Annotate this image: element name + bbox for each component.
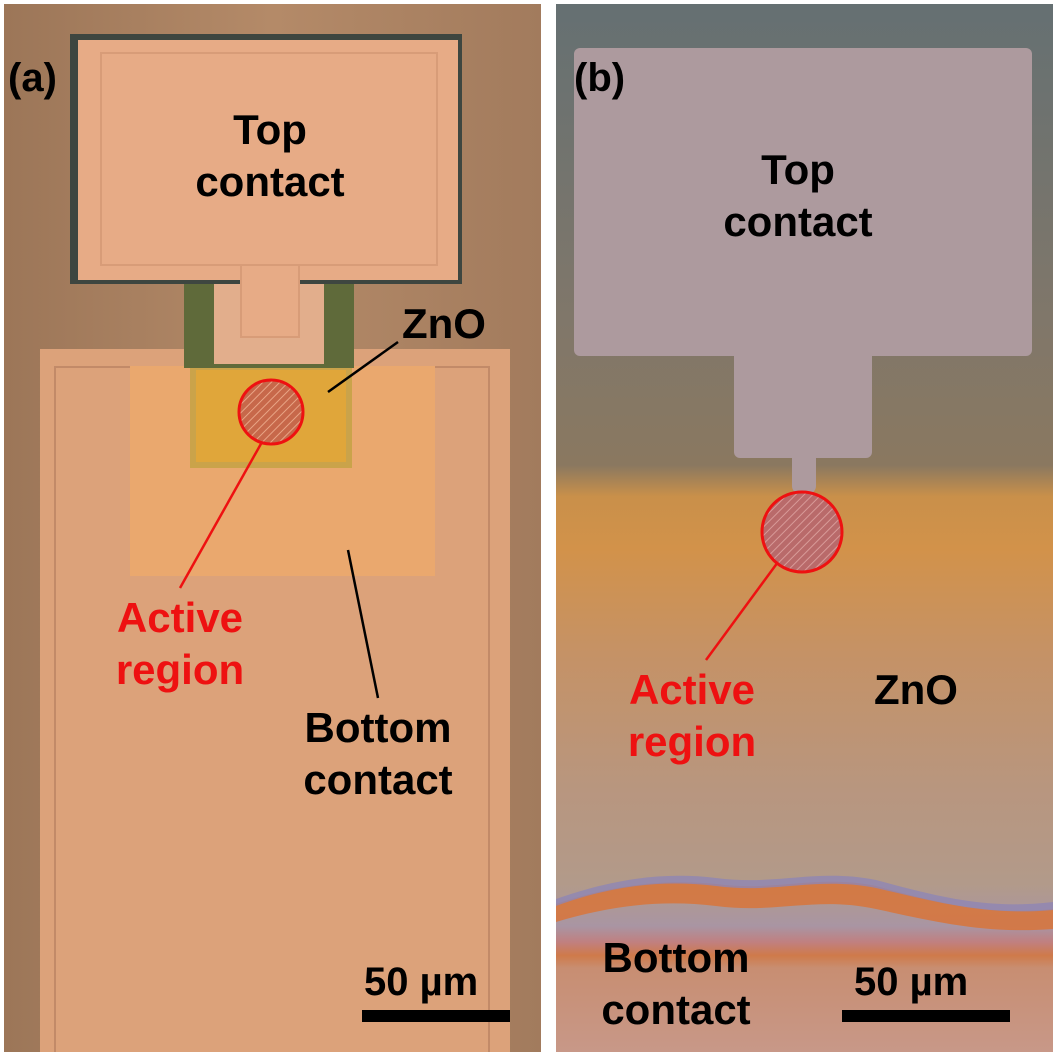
active-region-label-line1-a: Active bbox=[116, 594, 244, 641]
top-contact-pad-a bbox=[78, 40, 458, 280]
scale-bar-label-b: 50 µm bbox=[854, 960, 969, 1004]
bottom-contact-label-line2-b: contact bbox=[601, 986, 751, 1033]
micrograph-panel-b: (b) Top contact ZnO Active region Bottom… bbox=[556, 4, 1053, 1052]
top-contact-pad-b bbox=[574, 48, 1032, 356]
active-region-circle-b bbox=[760, 490, 844, 574]
bottom-contact-label-line1-b: Bottom bbox=[602, 934, 750, 981]
annotation-overlay-b bbox=[704, 490, 844, 661]
panel-label-b: (b) bbox=[574, 56, 626, 100]
active-region-leader-a bbox=[178, 441, 264, 589]
bottom-contact-label-line2-a: contact bbox=[303, 756, 453, 803]
active-region-label-line2-a: region bbox=[115, 646, 245, 693]
bottom-interface-b bbox=[556, 875, 1053, 931]
top-contact-label-a: Top contact bbox=[180, 104, 360, 208]
active-region-circle-a bbox=[237, 378, 305, 446]
top-contact-tip-b bbox=[792, 450, 816, 494]
panel-label-a: (a) bbox=[8, 56, 57, 100]
bottom-contact-label-b: Bottom contact bbox=[586, 932, 766, 1036]
scale-bar-label-a: 50 µm bbox=[364, 960, 479, 1004]
top-contact-label-line2-b: contact bbox=[723, 198, 873, 245]
annotation-overlay-a bbox=[178, 340, 399, 699]
zno-label-a: ZnO bbox=[402, 300, 486, 347]
top-contact-neck-inner-a bbox=[240, 266, 300, 338]
bottom-contact-label-line1-a: Bottom bbox=[304, 704, 452, 751]
micrograph-panel-a: (a) Top contact ZnO Active region Bottom… bbox=[4, 4, 541, 1052]
bottom-contact-label-a: Bottom contact bbox=[288, 702, 468, 806]
active-region-label-a: Active region bbox=[90, 592, 270, 696]
active-region-label-b: Active region bbox=[602, 664, 782, 768]
top-contact-pad-inner-outline-a bbox=[100, 52, 438, 266]
scale-bar-a bbox=[362, 1010, 510, 1022]
top-contact-label-line2-a: contact bbox=[195, 158, 345, 205]
top-contact-label-line1-a: Top bbox=[233, 106, 307, 153]
zno-leader-a bbox=[327, 340, 399, 394]
top-contact-label-line1-b: Top bbox=[761, 146, 835, 193]
active-region-label-line2-b: region bbox=[627, 718, 757, 765]
bottom-contact-leader-a bbox=[346, 549, 380, 699]
active-region-leader-b bbox=[704, 561, 780, 661]
zno-label-b: ZnO bbox=[874, 666, 958, 713]
scale-bar-b bbox=[842, 1010, 1010, 1022]
top-contact-stem-b bbox=[734, 344, 872, 458]
top-contact-label-b: Top contact bbox=[708, 144, 888, 248]
active-region-label-line1-b: Active bbox=[628, 666, 756, 713]
